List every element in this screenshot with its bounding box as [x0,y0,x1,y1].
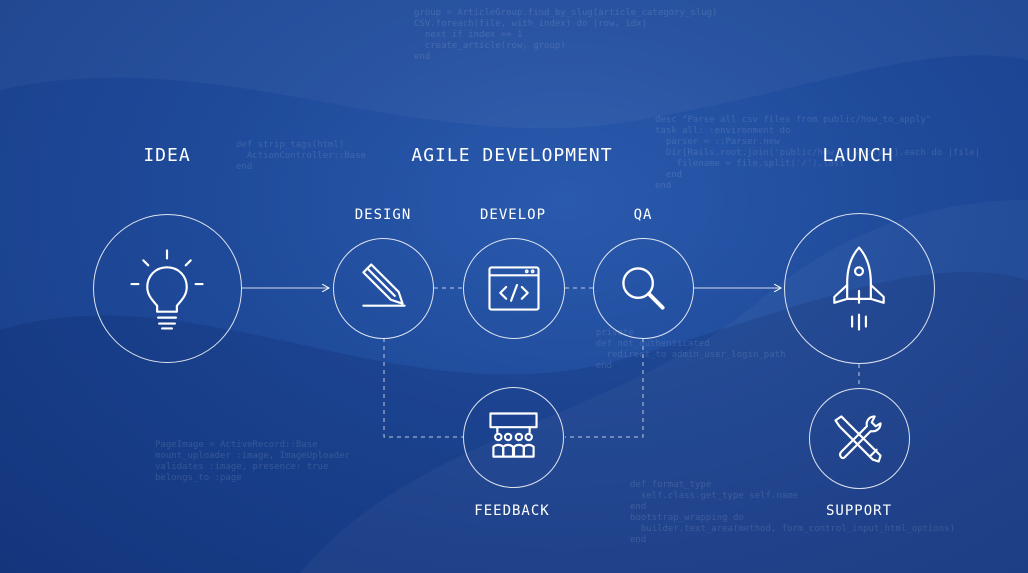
develop-node [463,238,565,339]
idea-node [93,214,242,363]
background-code: def format_type self.class.get_type self… [630,480,956,545]
audience-icon [489,412,538,458]
stage-label-idea: IDEA [143,145,191,166]
code-window-icon [488,266,540,311]
design-node [333,238,434,339]
pencil-icon [362,263,406,307]
step-label-design: DESIGN [354,207,412,223]
background-code: desc "Parse all csv files from public/ho… [655,115,981,191]
tools-icon [834,415,882,463]
background-code: private def not_authenticated redirect_t… [595,328,786,371]
dashed-loop-qa-feedback [565,338,644,438]
background-code: PageImage = ActiveRecord::Base mount_upl… [155,440,351,483]
lightbulb-icon [130,249,204,330]
feedback-node [463,387,564,488]
background-code: def strip_tags(html) ActionController::B… [236,140,367,172]
step-label-feedback: FEEDBACK [474,503,550,519]
stage-label-agile: AGILE DEVELOPMENT [411,145,613,166]
dashed-loop-design-feedback [383,338,463,438]
rocket-icon [833,246,885,331]
stage-label-launch: LAUNCH [822,145,894,166]
step-label-qa: QA [633,207,653,223]
magnifier-icon [622,267,665,310]
qa-node [593,238,694,339]
support-node [809,388,910,489]
step-label-develop: DEVELOP [479,207,547,223]
step-label-support: SUPPORT [825,503,893,519]
launch-node [784,213,935,364]
background-code: group = ArticleGroup.find_by_slug(articl… [414,8,718,62]
